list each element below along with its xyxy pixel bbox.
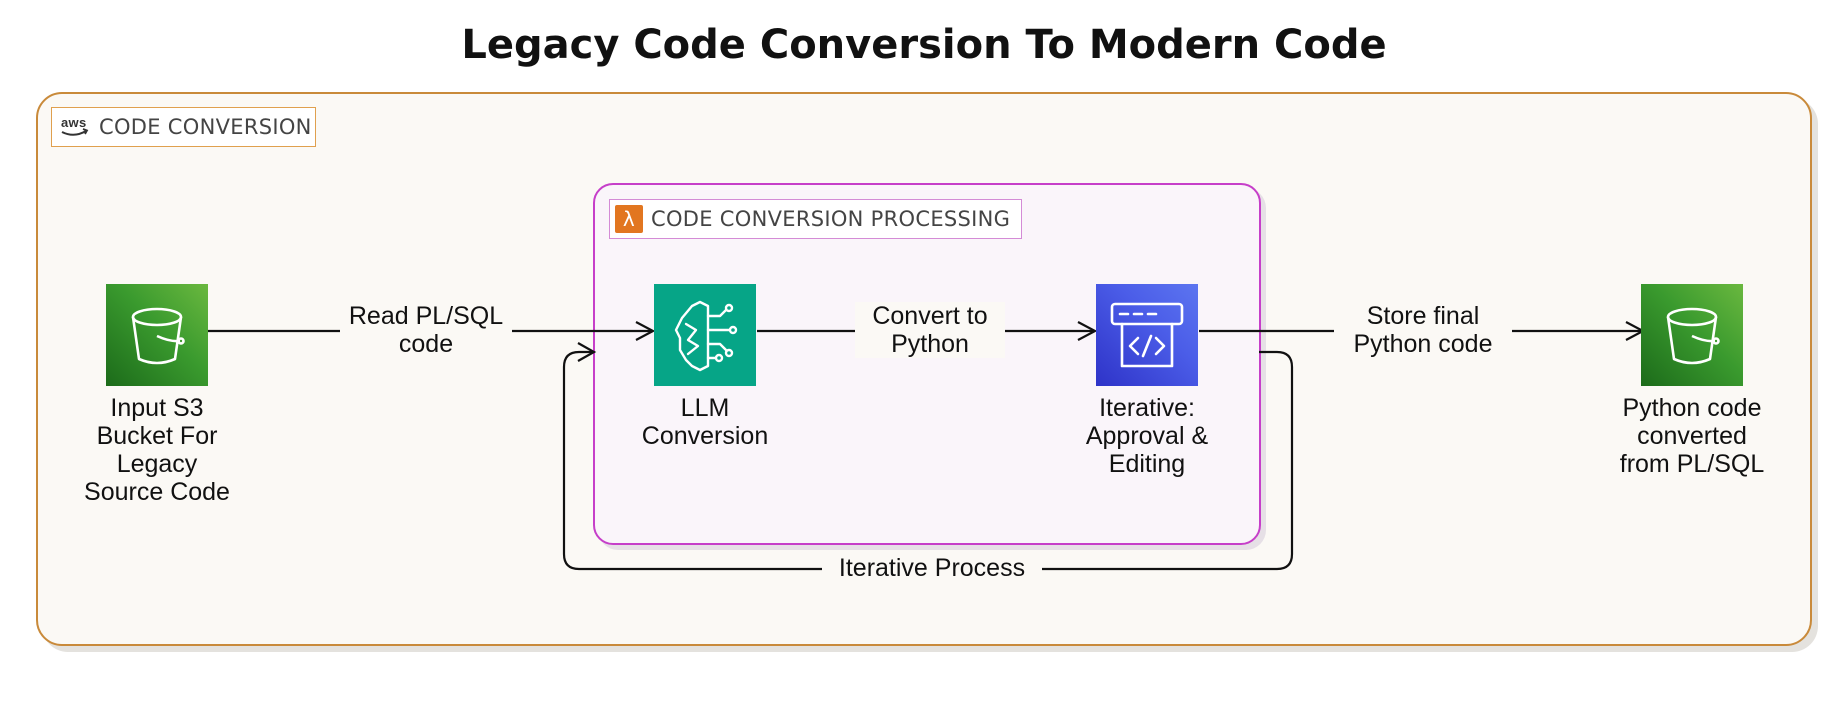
code-conversion-group-label: aws CODE CONVERSION [51,107,316,147]
edge-store-label: Store final Python code [1334,302,1512,358]
code-editor-icon [1110,302,1184,368]
diagram-title: Legacy Code Conversion To Modern Code [461,22,1387,68]
edge-convert-arrowhead [1077,321,1098,341]
output-s3-label: Python code converted from PL/SQL [1619,394,1765,478]
code-conversion-processing-group-text: CODE CONVERSION PROCESSING [651,207,1011,231]
input-s3-label: Input S3 Bucket For Legacy Source Code [84,394,230,506]
edge-convert-label: Convert to Python [855,302,1005,358]
aws-logo-icon: aws [61,115,89,136]
edge-read-label: Read PL/SQL code [340,302,512,358]
iterative-label: Iterative: Approval & Editing [1085,394,1209,478]
llm-label: LLM Conversion [641,394,769,450]
s3-bucket-icon [1666,307,1720,365]
output-s3-node [1641,284,1743,386]
edge-loop-label: Iterative Process [822,554,1042,582]
lambda-icon: λ [615,205,643,233]
llm-node [654,284,756,386]
iterative-node [1096,284,1198,386]
code-conversion-group-text: CODE CONVERSION [99,115,312,139]
svg-text:aws: aws [61,115,86,130]
s3-bucket-icon [131,307,185,365]
edge-loop-arrowhead [577,342,597,362]
input-s3-node [106,284,208,386]
code-conversion-processing-group-label: λ CODE CONVERSION PROCESSING [609,199,1022,239]
bedrock-icon [674,300,738,372]
edge-read-arrowhead [635,321,656,341]
